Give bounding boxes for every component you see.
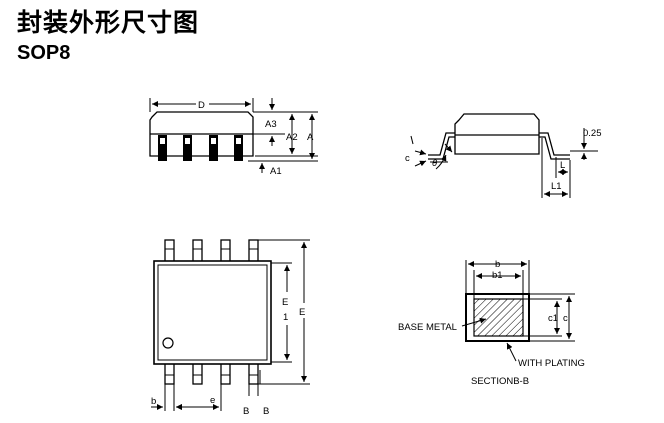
label-b-section: b — [495, 259, 500, 270]
end-lead-right — [539, 132, 570, 160]
side-view — [149, 98, 318, 173]
label-A3: A3 — [265, 119, 277, 130]
label-B-right: B — [263, 406, 269, 417]
label-A2: A2 — [286, 132, 298, 143]
label-with-plating: WITH PLATING — [518, 358, 585, 369]
end-body-outline — [454, 113, 540, 155]
top-leads-lower — [164, 361, 259, 385]
top-body-outer — [153, 260, 272, 365]
label-B-left: B — [243, 406, 249, 417]
label-c1: c1 — [548, 313, 558, 324]
label-E: E — [299, 307, 305, 318]
page-title: 封装外形尺寸图 — [17, 8, 200, 37]
end-view — [410, 113, 598, 198]
label-e: e — [210, 395, 215, 406]
label-D: D — [198, 100, 205, 111]
top-body-inner — [157, 264, 268, 361]
label-L: L — [560, 160, 565, 171]
label-b1: b1 — [492, 270, 503, 281]
label-E1-top: E — [282, 297, 288, 308]
label-A: A — [307, 132, 314, 143]
label-theta: θ — [432, 158, 438, 169]
package-name: SOP8 — [17, 42, 71, 64]
pin1-marker — [162, 337, 174, 349]
top-view — [151, 239, 310, 411]
end-lead-left — [428, 132, 455, 160]
label-c-end: c — [405, 153, 410, 164]
label-gauge: 0.25 — [583, 128, 602, 139]
section-view — [461, 260, 575, 362]
label-c-section: c — [563, 313, 568, 324]
label-b-top: b — [151, 396, 156, 407]
side-leads — [158, 135, 243, 161]
label-section: SECTIONB-B — [471, 376, 529, 387]
top-leads-upper — [164, 239, 259, 264]
section-base-metal — [473, 298, 524, 337]
label-base-metal: BASE METAL — [398, 322, 457, 333]
label-L1: L1 — [551, 181, 562, 192]
label-E1-bottom: 1 — [283, 312, 288, 323]
label-A1: A1 — [270, 166, 282, 177]
